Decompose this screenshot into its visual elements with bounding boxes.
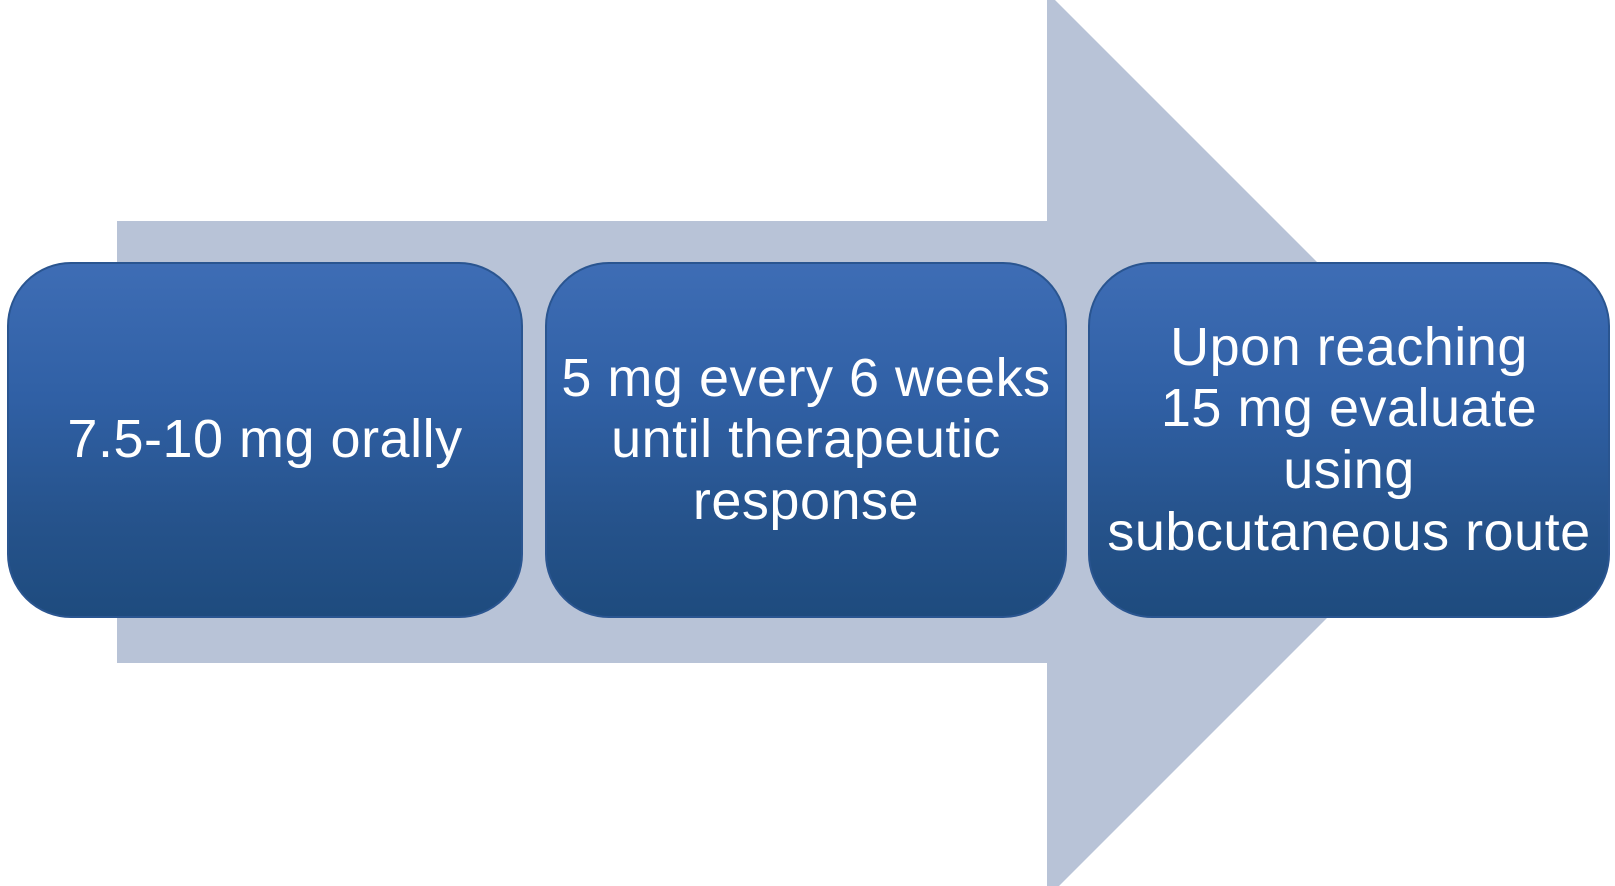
step-box-2: 5 mg every 6 weeks until therapeutic res… <box>545 262 1067 618</box>
step-1-text: 7.5-10 mg orally <box>67 409 463 470</box>
step-3-text: Upon reaching 15 mg evaluate using subcu… <box>1107 316 1591 562</box>
step-box-1: 7.5-10 mg orally <box>7 262 523 618</box>
step-2-text: 5 mg every 6 weeks until therapeutic res… <box>561 347 1051 531</box>
step-box-3: Upon reaching 15 mg evaluate using subcu… <box>1088 262 1610 618</box>
